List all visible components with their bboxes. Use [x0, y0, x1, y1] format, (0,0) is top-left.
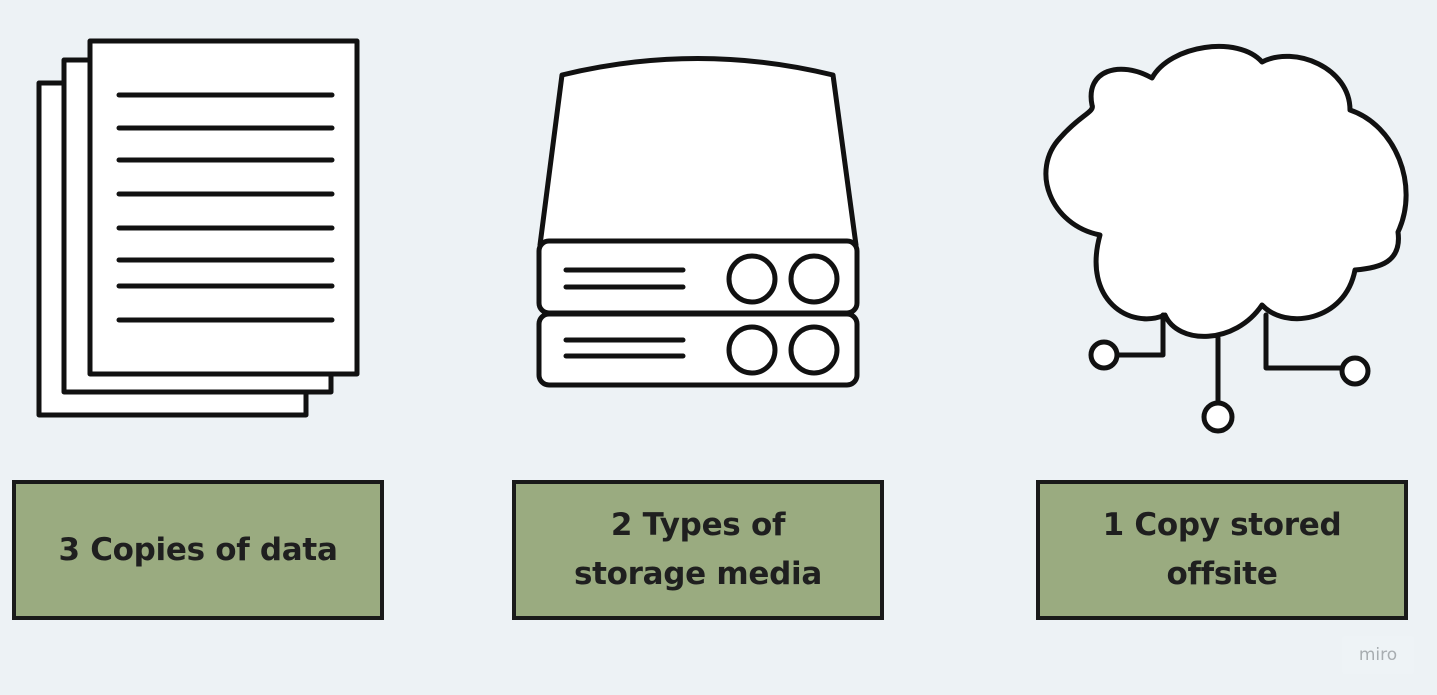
label-box-media-types: 2 Types of storage media [512, 480, 884, 620]
drive-light-icon [726, 324, 778, 376]
label-box-offsite: 1 Copy stored offsite [1036, 480, 1408, 620]
cloud-shape [1043, 44, 1409, 339]
server-top-housing [537, 56, 859, 248]
server-unit-lower [536, 311, 860, 388]
label-box-copies: 3 Copies of data [12, 480, 384, 620]
drive-light-icon [788, 253, 840, 305]
network-node-icon [1201, 400, 1235, 434]
drive-light-icon [726, 253, 778, 305]
label-media-types-text: 2 Types of storage media [564, 501, 832, 599]
label-offsite-text: 1 Copy stored offsite [1093, 501, 1352, 599]
network-node-icon [1088, 339, 1120, 371]
front-document-sheet [87, 38, 360, 377]
miro-watermark: miro [1342, 636, 1414, 674]
stacked-documents-icon [36, 38, 360, 418]
drive-light-icon [788, 324, 840, 376]
document-text-lines [116, 92, 335, 323]
network-node-icon [1339, 355, 1371, 387]
cloud-network-icon [1043, 44, 1409, 434]
storage-server-icon [536, 56, 860, 388]
label-offsite-line-1: 1 Copy stored [1102, 507, 1342, 543]
label-media-types-line-1: 2 Types of [610, 507, 786, 543]
label-copies-line-1: 3 Copies of data [58, 531, 338, 568]
cloud-connector-lines [1116, 312, 1344, 407]
label-offsite-line-2: offsite [1166, 556, 1278, 592]
label-media-types-line-2: storage media [574, 556, 822, 592]
